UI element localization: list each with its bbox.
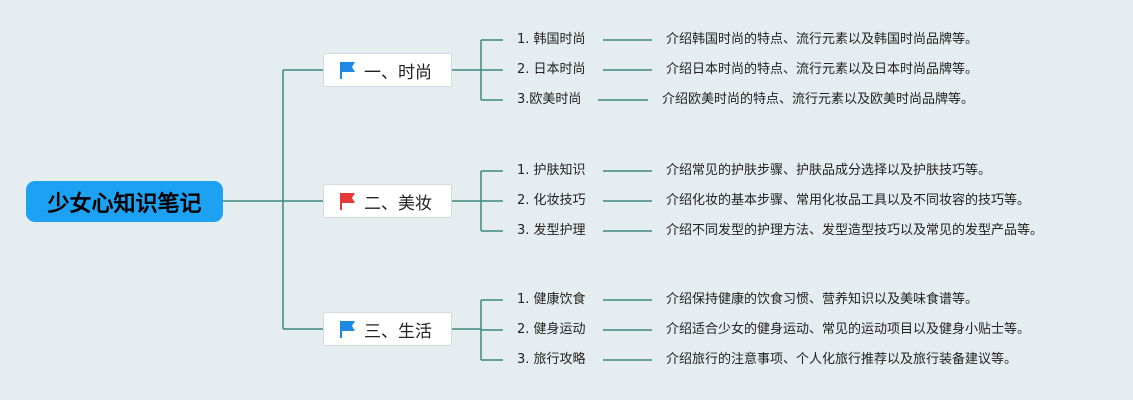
blue-flag-icon bbox=[340, 321, 355, 338]
branch-topic-makeup[interactable]: 二、美妆 bbox=[323, 184, 452, 218]
leaf-description[interactable]: 介绍适合少女的健身运动、常见的运动项目以及健身小贴士等。 bbox=[666, 322, 1031, 337]
branch-label: 三、生活 bbox=[364, 321, 432, 342]
leaf-topic[interactable]: 3. 发型护理 bbox=[517, 223, 586, 238]
leaf-description[interactable]: 介绍常见的护肤步骤、护肤品成分选择以及护肤技巧等。 bbox=[666, 163, 992, 178]
leaf-topic[interactable]: 2. 化妆技巧 bbox=[517, 193, 586, 208]
blue-flag-icon bbox=[340, 62, 355, 79]
branch-topic-life[interactable]: 三、生活 bbox=[323, 312, 452, 346]
leaf-topic[interactable]: 1. 护肤知识 bbox=[517, 163, 586, 178]
leaf-description[interactable]: 介绍旅行的注意事项、个人化旅行推荐以及旅行装备建议等。 bbox=[666, 352, 1018, 367]
leaf-topic[interactable]: 3. 旅行攻略 bbox=[517, 352, 586, 367]
leaf-description[interactable]: 介绍日本时尚的特点、流行元素以及日本时尚品牌等。 bbox=[666, 62, 979, 77]
leaf-description[interactable]: 介绍不同发型的护理方法、发型造型技巧以及常见的发型产品等。 bbox=[666, 223, 1044, 238]
leaf-description[interactable]: 介绍化妆的基本步骤、常用化妆品工具以及不同妆容的技巧等。 bbox=[666, 193, 1031, 208]
branch-label: 二、美妆 bbox=[364, 193, 432, 214]
leaf-description[interactable]: 介绍保持健康的饮食习惯、营养知识以及美味食谱等。 bbox=[666, 292, 979, 307]
leaf-topic[interactable]: 2. 日本时尚 bbox=[517, 62, 586, 77]
root-topic[interactable]: 少女心知识笔记 bbox=[26, 181, 223, 222]
leaf-description[interactable]: 介绍韩国时尚的特点、流行元素以及韩国时尚品牌等。 bbox=[666, 32, 979, 47]
branch-label: 一、时尚 bbox=[364, 62, 432, 83]
leaf-topic[interactable]: 1. 韩国时尚 bbox=[517, 32, 586, 47]
branch-topic-fashion[interactable]: 一、时尚 bbox=[323, 53, 452, 87]
leaf-topic[interactable]: 3.欧美时尚 bbox=[517, 92, 582, 107]
root-title: 少女心知识笔记 bbox=[47, 191, 202, 217]
red-flag-icon bbox=[340, 193, 355, 210]
leaf-topic[interactable]: 2. 健身运动 bbox=[517, 322, 586, 337]
leaf-topic[interactable]: 1. 健康饮食 bbox=[517, 292, 586, 307]
leaf-description[interactable]: 介绍欧美时尚的特点、流行元素以及欧美时尚品牌等。 bbox=[662, 92, 975, 107]
